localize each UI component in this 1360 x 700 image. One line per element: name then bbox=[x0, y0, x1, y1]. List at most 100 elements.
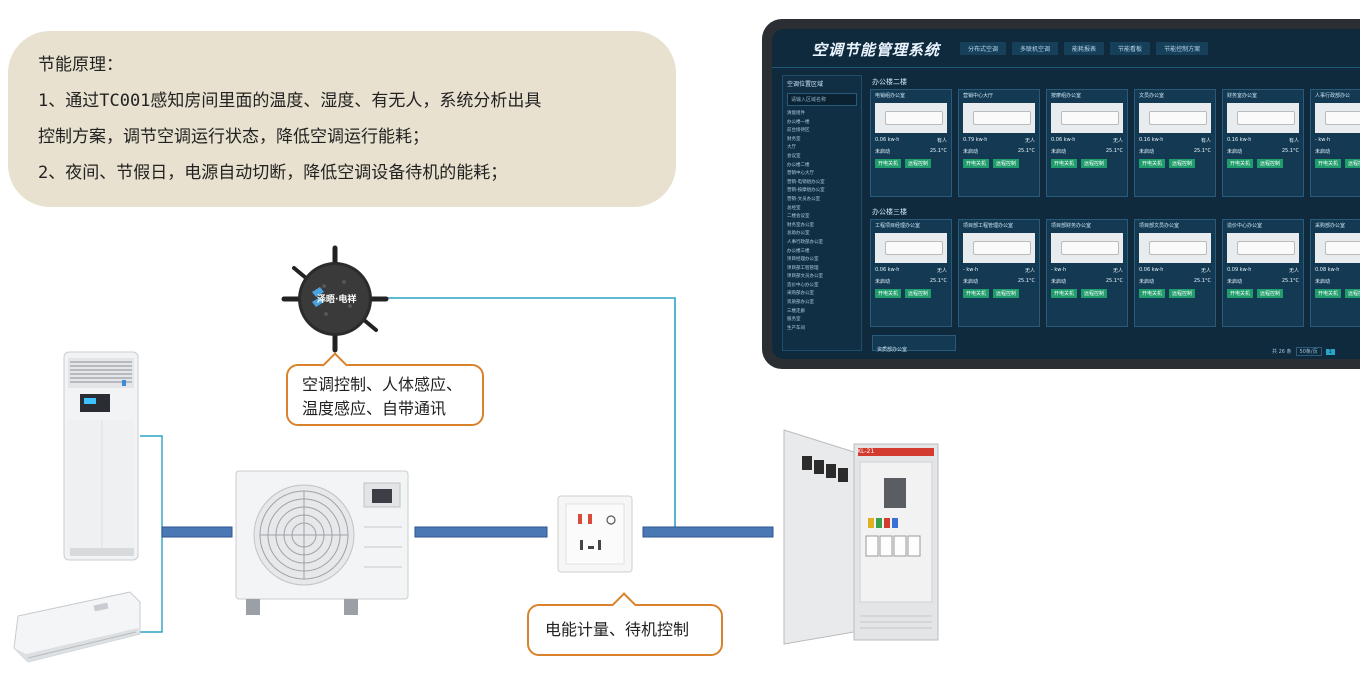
sidebar-item[interactable]: 会议室 bbox=[787, 153, 801, 159]
remote-control-button[interactable]: 远程控制 bbox=[1081, 289, 1108, 298]
power-off-button[interactable]: 开电关机 bbox=[1139, 289, 1166, 298]
sidebar-item[interactable]: 财务室 bbox=[787, 136, 801, 142]
sidebar-item[interactable]: 营销-按摩组办公室 bbox=[787, 188, 825, 194]
distribution-cabinet bbox=[783, 429, 939, 645]
remote-control-button[interactable]: 远程控制 bbox=[1169, 159, 1196, 168]
power-off-button[interactable]: 开电关机 bbox=[1227, 289, 1254, 298]
room-title: 电销组办公室 bbox=[875, 93, 906, 99]
power-off-button[interactable]: 开电关机 bbox=[1227, 159, 1254, 168]
power-off-button[interactable]: 开电关机 bbox=[1051, 159, 1078, 168]
ac-image bbox=[963, 103, 1035, 133]
wall-socket bbox=[557, 495, 633, 573]
sidebar-list: 清能组件办公楼一楼前台接待区财务室大厅会议室办公楼二楼营销中心大厅营销-电销组办… bbox=[783, 108, 861, 335]
sidebar-search[interactable]: 请输入区域名称 bbox=[787, 93, 857, 106]
remote-control-button[interactable]: 远程控制 bbox=[993, 289, 1020, 298]
power-off-button[interactable]: 开电关机 bbox=[1139, 159, 1166, 168]
sidebar-item[interactable]: 营销-电销组办公室 bbox=[787, 179, 825, 185]
sidebar-item[interactable]: 项目部文员办公室 bbox=[787, 274, 823, 280]
power-off-button[interactable]: 开电关机 bbox=[875, 159, 902, 168]
ac-image bbox=[875, 103, 947, 133]
power-off-button[interactable]: 开电关机 bbox=[963, 159, 990, 168]
power-off-button[interactable]: 开电关机 bbox=[1051, 289, 1078, 298]
power-off-button[interactable]: 开电关机 bbox=[963, 289, 990, 298]
sidebar-item[interactable]: 前台接待区 bbox=[787, 128, 810, 134]
screen-nav: 分布式空调 多联机空调 能耗报表 节能看板 节能控制方案 bbox=[960, 42, 1209, 55]
sidebar-title: 空调位置区域 bbox=[787, 81, 824, 88]
nav-tab-2[interactable]: 多联机空调 bbox=[1012, 42, 1059, 55]
button-row: 开电关机远程控制 bbox=[1135, 287, 1215, 300]
sidebar-item[interactable]: 营销中心大厅 bbox=[787, 171, 814, 177]
screen-title: 空调节能管理系统 bbox=[812, 41, 941, 59]
footer-page-size[interactable]: 50条/页 bbox=[1295, 347, 1322, 356]
sidebar-item[interactable]: 人事行政部办公室 bbox=[787, 239, 823, 245]
nav-tab-3[interactable]: 能耗报表 bbox=[1064, 42, 1105, 55]
power-bar-2 bbox=[414, 526, 548, 538]
ac-image bbox=[875, 233, 947, 263]
power-value: - kw·h无人 bbox=[1315, 137, 1331, 143]
sidebar-item[interactable]: 项目部工程管理 bbox=[787, 265, 819, 271]
room-title: 工程项目经理办公室 bbox=[875, 223, 921, 229]
remote-control-button[interactable]: 远程控制 bbox=[993, 159, 1020, 168]
room-title: 项目部工程管理办公室 bbox=[963, 223, 1014, 229]
remote-control-button[interactable]: 远程控制 bbox=[905, 289, 932, 298]
power-value: 0.08 kw·h无人 bbox=[1315, 267, 1340, 273]
nav-tab-1[interactable]: 分布式空调 bbox=[960, 42, 1007, 55]
power-off-button[interactable]: 开电关机 bbox=[875, 289, 902, 298]
room-title: 采购部办公室 bbox=[1315, 223, 1346, 229]
remote-control-button[interactable]: 远程控制 bbox=[905, 159, 932, 168]
nav-tab-4[interactable]: 节能看板 bbox=[1110, 42, 1151, 55]
sidebar-item[interactable]: 营销-文员办公室 bbox=[787, 196, 821, 202]
ac-image bbox=[1315, 233, 1360, 263]
nav-tab-5[interactable]: 节能控制方案 bbox=[1156, 42, 1209, 55]
footer-current-page[interactable]: 1 bbox=[1325, 348, 1335, 355]
sidebar-item[interactable]: 总经室 bbox=[787, 205, 801, 211]
sidebar-item[interactable]: 造价中心办公室 bbox=[787, 282, 819, 288]
power-off-button[interactable]: 开电关机 bbox=[1315, 159, 1342, 168]
indoor-bracket-line bbox=[140, 435, 163, 633]
remote-control-button[interactable]: 远程控制 bbox=[1345, 289, 1360, 298]
sidebar-item[interactable]: 生产车间 bbox=[787, 325, 805, 331]
power-off-button[interactable]: 开电关机 bbox=[1315, 289, 1342, 298]
remote-control-button[interactable]: 远程控制 bbox=[1345, 159, 1360, 168]
sidebar-item[interactable]: 财务室办公室 bbox=[787, 222, 814, 228]
remote-control-button[interactable]: 远程控制 bbox=[1257, 159, 1284, 168]
sidebar-item[interactable]: 清能组件 bbox=[787, 111, 805, 116]
sidebar-item[interactable]: 总助办公室 bbox=[787, 231, 810, 237]
room-title: 项目部文员办公室 bbox=[1139, 223, 1180, 229]
sidebar-item[interactable]: 资质部办公室 bbox=[787, 300, 814, 306]
button-row: 开电关机远程控制 bbox=[1223, 157, 1303, 170]
sidebar-item[interactable]: 项目经理办公室 bbox=[787, 257, 819, 263]
power-bar-1 bbox=[161, 526, 233, 538]
remote-control-button[interactable]: 远程控制 bbox=[1081, 159, 1108, 168]
remote-control-button[interactable]: 远程控制 bbox=[1169, 289, 1196, 298]
sidebar-item[interactable]: 办公楼一楼 bbox=[787, 119, 810, 125]
sidebar-item[interactable]: 三楼走廊 bbox=[787, 308, 805, 314]
sidebar-item[interactable]: 大厅 bbox=[787, 145, 796, 151]
sidebar-item[interactable]: 办公楼三楼 bbox=[787, 248, 810, 254]
button-row: 开电关机远程控制 bbox=[1047, 157, 1127, 170]
sidebar-item[interactable]: 二楼会议室 bbox=[787, 214, 810, 220]
power-bar-3 bbox=[642, 526, 774, 538]
sidebar-item[interactable]: 采购部办公室 bbox=[787, 291, 814, 297]
wall-ac-unit bbox=[13, 591, 141, 663]
sidebar-item[interactable]: 服务室 bbox=[787, 317, 801, 323]
sensor-brand: 泽晤·电祥 bbox=[317, 295, 357, 305]
sidebar-item[interactable]: 办公楼二楼 bbox=[787, 162, 810, 168]
footer-total: 共 26 条 bbox=[1272, 349, 1292, 355]
cabinet-label: XL-21 bbox=[857, 448, 875, 455]
remote-control-button[interactable]: 远程控制 bbox=[1257, 289, 1284, 298]
ac-image bbox=[1227, 233, 1299, 263]
